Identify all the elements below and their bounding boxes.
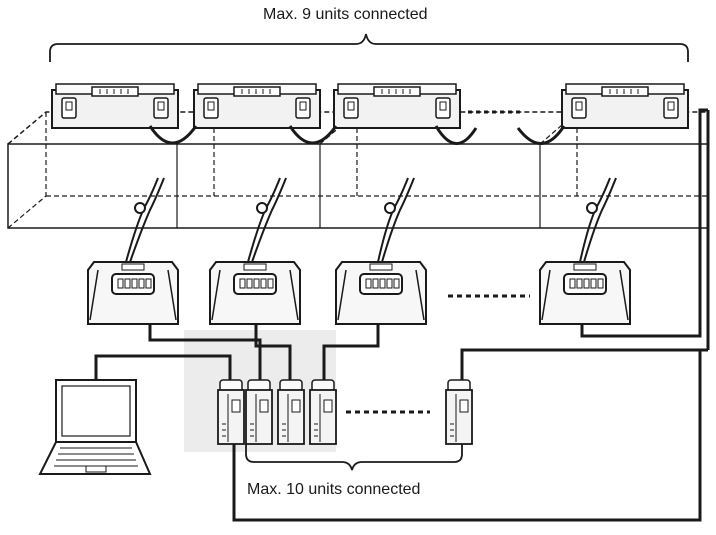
bottom-units-label: Max. 10 units connected [247,481,421,498]
bottom-brace [245,444,463,471]
amplifier-unit-3 [333,83,461,129]
controller-module-3 [335,261,427,325]
amplifier-unit-2 [193,83,321,129]
comm-unit-3 [277,379,305,445]
top-units-label: Max. 9 units connected [263,6,428,23]
unit-cables [94,108,710,522]
top-brace [49,33,689,62]
comm-unit-2 [245,379,273,445]
comm-unit-10 [445,379,473,445]
enclosure-rail [7,111,709,229]
controller-module-9 [539,261,631,325]
comm-unit-1 [217,379,245,445]
sensor-cables [125,177,617,263]
amplifier-unit-1 [51,83,179,129]
laptop-icon [38,379,152,475]
amplifier-unit-9 [561,83,689,129]
controller-module-2 [209,261,301,325]
controller-module-1 [87,261,179,325]
comm-unit-4 [309,379,337,445]
amp-interconnect-cables [148,125,566,145]
